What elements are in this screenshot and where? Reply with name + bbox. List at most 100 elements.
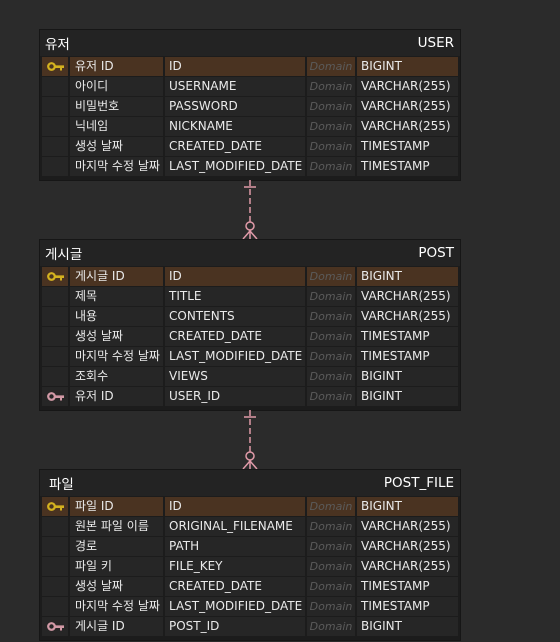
attribute-domain: Domain: [307, 617, 355, 636]
attribute-domain: Domain: [307, 287, 355, 306]
attribute-column: FILE_KEY: [165, 557, 305, 576]
attribute-type: TIMESTAMP: [357, 157, 458, 176]
attribute-label: 아이디: [70, 77, 163, 96]
foreign-key-icon: [42, 387, 68, 406]
attribute-row[interactable]: 생성 날짜 CREATED_DATE Domain TIMESTAMP: [42, 137, 458, 156]
attribute-row[interactable]: 조회수 VIEWS Domain BIGINT: [42, 367, 458, 386]
attribute-type: VARCHAR(255): [357, 517, 458, 536]
key-cell: [42, 287, 68, 306]
attribute-row[interactable]: 마지막 수정 날짜 LAST_MODIFIED_DATE Domain TIME…: [42, 597, 458, 616]
attribute-column: USERNAME: [165, 77, 305, 96]
key-cell: [42, 137, 68, 156]
entity-rows: 게시글 ID ID Domain BIGINT 제목 TITLE Domain …: [40, 267, 460, 410]
entity-post[interactable]: 게시글 POST 게시글 ID ID Domain BIGINT 제목 TITL…: [40, 240, 460, 410]
attribute-column: ID: [165, 497, 305, 516]
entity-header: 파일 POST_FILE: [40, 470, 460, 496]
entity-header: 게시글 POST: [40, 240, 460, 266]
attribute-domain: Domain: [307, 117, 355, 136]
attribute-row[interactable]: 파일 ID ID Domain BIGINT: [42, 497, 458, 516]
foreign-key-icon: [42, 617, 68, 636]
attribute-row[interactable]: 제목 TITLE Domain VARCHAR(255): [42, 287, 458, 306]
attribute-row[interactable]: 마지막 수정 날짜 LAST_MODIFIED_DATE Domain TIME…: [42, 347, 458, 366]
attribute-label: 비밀번호: [70, 97, 163, 116]
key-cell: [42, 347, 68, 366]
attribute-column: LAST_MODIFIED_DATE: [165, 597, 305, 616]
primary-key-icon: [42, 267, 68, 286]
attribute-column: USER_ID: [165, 387, 305, 406]
attribute-row[interactable]: 게시글 ID POST_ID Domain BIGINT: [42, 617, 458, 636]
entity-logical-name: 파일: [49, 477, 74, 493]
attribute-label: 닉네임: [70, 117, 163, 136]
attribute-row[interactable]: 유저 ID USER_ID Domain BIGINT: [42, 387, 458, 406]
attribute-row[interactable]: 게시글 ID ID Domain BIGINT: [42, 267, 458, 286]
attribute-row[interactable]: 아이디 USERNAME Domain VARCHAR(255): [42, 77, 458, 96]
attribute-column: VIEWS: [165, 367, 305, 386]
attribute-label: 원본 파일 이름: [70, 517, 163, 536]
attribute-type: BIGINT: [357, 367, 458, 386]
attribute-label: 유저 ID: [70, 57, 163, 76]
attribute-domain: Domain: [307, 57, 355, 76]
attribute-column: NICKNAME: [165, 117, 305, 136]
attribute-domain: Domain: [307, 327, 355, 346]
entity-physical-name: USER: [417, 35, 454, 51]
relationship-user-post[interactable]: [236, 178, 264, 240]
attribute-domain: Domain: [307, 347, 355, 366]
entity-header: 유저 USER: [40, 30, 460, 56]
attribute-row[interactable]: 비밀번호 PASSWORD Domain VARCHAR(255): [42, 97, 458, 116]
entity-user[interactable]: 유저 USER 유저 ID ID Domain BIGINT 아이디 USERN…: [40, 30, 460, 180]
attribute-column: POST_ID: [165, 617, 305, 636]
entity-physical-name: POST_FILE: [383, 475, 454, 491]
attribute-domain: Domain: [307, 307, 355, 326]
entity-rows: 유저 ID ID Domain BIGINT 아이디 USERNAME Doma…: [40, 57, 460, 180]
attribute-row[interactable]: 유저 ID ID Domain BIGINT: [42, 57, 458, 76]
attribute-type: VARCHAR(255): [357, 287, 458, 306]
attribute-domain: Domain: [307, 517, 355, 536]
key-cell: [42, 117, 68, 136]
attribute-domain: Domain: [307, 77, 355, 96]
attribute-domain: Domain: [307, 537, 355, 556]
attribute-label: 유저 ID: [70, 387, 163, 406]
attribute-column: CREATED_DATE: [165, 577, 305, 596]
attribute-domain: Domain: [307, 97, 355, 116]
attribute-label: 생성 날짜: [70, 577, 163, 596]
attribute-label: 파일 키: [70, 557, 163, 576]
attribute-label: 조회수: [70, 367, 163, 386]
attribute-label: 생성 날짜: [70, 137, 163, 156]
entity-logical-name: 게시글: [45, 247, 83, 263]
attribute-label: 내용: [70, 307, 163, 326]
attribute-domain: Domain: [307, 267, 355, 286]
primary-key-icon: [42, 497, 68, 516]
attribute-domain: Domain: [307, 137, 355, 156]
attribute-column: ID: [165, 57, 305, 76]
attribute-row[interactable]: 파일 키 FILE_KEY Domain VARCHAR(255): [42, 557, 458, 576]
attribute-type: VARCHAR(255): [357, 557, 458, 576]
relationship-post-postfile[interactable]: [236, 408, 264, 470]
key-cell: [42, 557, 68, 576]
attribute-domain: Domain: [307, 157, 355, 176]
entity-rows: 파일 ID ID Domain BIGINT 원본 파일 이름 ORIGINAL…: [40, 497, 460, 640]
attribute-label: 게시글 ID: [70, 617, 163, 636]
attribute-row[interactable]: 생성 날짜 CREATED_DATE Domain TIMESTAMP: [42, 327, 458, 346]
attribute-type: TIMESTAMP: [357, 347, 458, 366]
attribute-type: VARCHAR(255): [357, 307, 458, 326]
attribute-row[interactable]: 생성 날짜 CREATED_DATE Domain TIMESTAMP: [42, 577, 458, 596]
attribute-row[interactable]: 원본 파일 이름 ORIGINAL_FILENAME Domain VARCHA…: [42, 517, 458, 536]
key-cell: [42, 517, 68, 536]
key-cell: [42, 577, 68, 596]
attribute-row[interactable]: 마지막 수정 날짜 LAST_MODIFIED_DATE Domain TIME…: [42, 157, 458, 176]
attribute-type: VARCHAR(255): [357, 537, 458, 556]
entity-post-file[interactable]: 파일 POST_FILE 파일 ID ID Domain BIGINT 원본 파…: [40, 470, 460, 640]
attribute-label: 마지막 수정 날짜: [70, 347, 163, 366]
key-cell: [42, 537, 68, 556]
entity-physical-name: POST: [418, 245, 454, 261]
attribute-type: VARCHAR(255): [357, 77, 458, 96]
attribute-row[interactable]: 닉네임 NICKNAME Domain VARCHAR(255): [42, 117, 458, 136]
attribute-domain: Domain: [307, 597, 355, 616]
primary-key-icon: [42, 57, 68, 76]
attribute-row[interactable]: 내용 CONTENTS Domain VARCHAR(255): [42, 307, 458, 326]
attribute-domain: Domain: [307, 497, 355, 516]
key-cell: [42, 327, 68, 346]
attribute-label: 게시글 ID: [70, 267, 163, 286]
attribute-row[interactable]: 경로 PATH Domain VARCHAR(255): [42, 537, 458, 556]
attribute-type: BIGINT: [357, 617, 458, 636]
